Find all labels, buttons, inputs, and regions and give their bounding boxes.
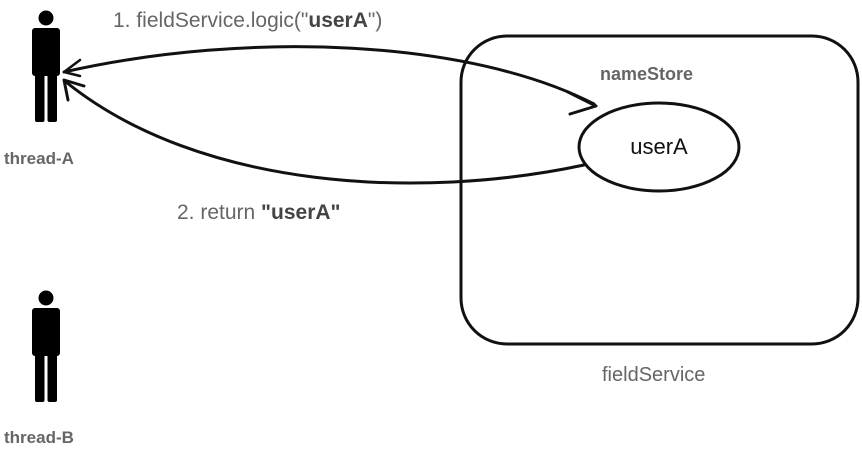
thread-a-person-icon — [32, 10, 60, 122]
thread-b-person-icon — [32, 290, 60, 402]
call-message-prefix: 1. fieldService.logic(" — [113, 9, 308, 32]
call-message-arg: userA — [308, 9, 368, 32]
call-message-suffix: ") — [368, 9, 382, 32]
field-service-label: fieldService — [602, 364, 705, 386]
field-service-box — [459, 34, 860, 346]
thread-a-label: thread-A — [4, 149, 74, 168]
user-a-store-value: userA — [630, 134, 688, 159]
name-store-label: nameStore — [600, 64, 693, 84]
call-arrow-tail-mark — [62, 58, 82, 78]
return-arrowhead — [62, 78, 86, 102]
thread-b-label: thread-B — [4, 428, 74, 447]
return-message-label: 2. return "userA" — [177, 201, 340, 224]
call-arrow — [62, 45, 596, 106]
call-arrowhead — [566, 90, 598, 116]
user-a-store-ellipse — [577, 101, 741, 193]
call-message-label: 1. fieldService.logic("userA") — [113, 9, 382, 32]
return-message-value: "userA" — [261, 201, 340, 224]
return-message-prefix: 2. return — [177, 201, 261, 224]
return-arrow — [64, 80, 586, 185]
